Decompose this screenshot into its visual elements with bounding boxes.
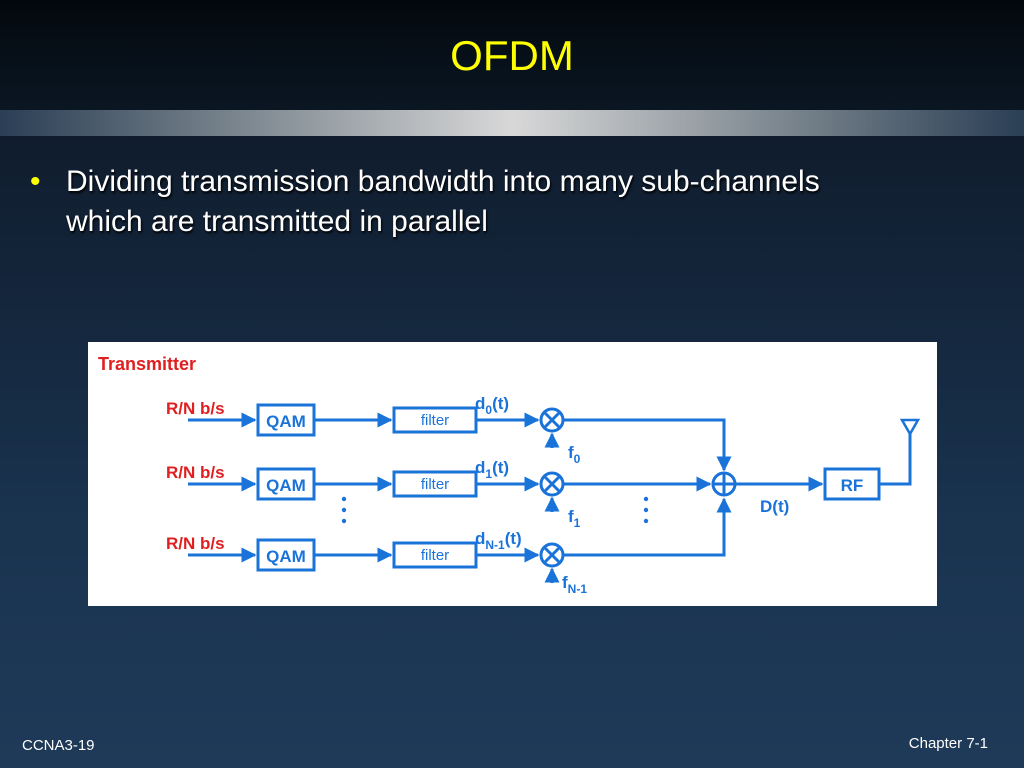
title-divider <box>0 110 1024 136</box>
qam-label: QAM <box>266 476 306 495</box>
diagram-canvas: Transmitter R/N b/s QAM filter d0(t) f0 … <box>98 354 921 596</box>
filter-block <box>392 541 478 569</box>
filter-label: filter <box>421 476 449 493</box>
carrier-label: f0 <box>568 443 581 466</box>
footer-course-code: CCNA3-19 <box>22 737 95 754</box>
carrier-label: f1 <box>568 507 581 530</box>
transmitter-label: Transmitter <box>98 354 196 374</box>
bullet-item: • Dividing transmission bandwidth into m… <box>28 162 988 242</box>
filter-label: filter <box>421 547 449 564</box>
title-band <box>0 0 1024 110</box>
signal-label: dN-1(t) <box>475 529 522 552</box>
qam-block <box>256 403 316 437</box>
bullet-text-line-1: Dividing transmission bandwidth into man… <box>66 165 820 198</box>
qam-label: QAM <box>266 412 306 431</box>
output-signal-label: D(t) <box>760 497 789 516</box>
antenna-icon <box>899 418 921 437</box>
branch-n-1-to-sum <box>563 497 732 557</box>
signal-label: d1(t) <box>475 458 509 481</box>
branch-0: R/N b/s QAM filter d0(t) f0 <box>166 394 732 472</box>
rf-label: RF <box>841 476 864 495</box>
input-rate-label: R/N b/s <box>166 534 225 553</box>
bullet-list: • Dividing transmission bandwidth into m… <box>28 162 988 242</box>
carrier-label: fN-1 <box>562 573 587 596</box>
branch-0-to-sum <box>563 418 732 472</box>
bullet-dot-icon: • <box>30 165 41 198</box>
ofdm-transmitter-diagram: Transmitter R/N b/s QAM filter d0(t) f0 … <box>88 342 937 606</box>
rf-to-antenna-line <box>879 430 912 486</box>
bullet-text-line-2: which are transmitted in parallel <box>66 205 488 238</box>
slide-title: OFDM <box>450 32 574 79</box>
footer-chapter: Chapter 7-1 <box>908 735 988 752</box>
ellipsis-right-icon <box>643 496 649 524</box>
input-rate-label: R/N b/s <box>166 463 225 482</box>
input-rate-label: R/N b/s <box>166 399 225 418</box>
branch-n-1: R/N b/s QAM filter dN-1(t) fN-1 <box>166 497 732 596</box>
signal-label: d0(t) <box>475 394 509 417</box>
ellipsis-left-icon <box>341 496 347 524</box>
branch-1: R/N b/s QAM filter d1(t) f1 <box>166 458 712 530</box>
qam-block <box>256 538 316 572</box>
filter-label: filter <box>421 412 449 429</box>
qam-label: QAM <box>266 547 306 566</box>
rf-block <box>823 467 881 501</box>
